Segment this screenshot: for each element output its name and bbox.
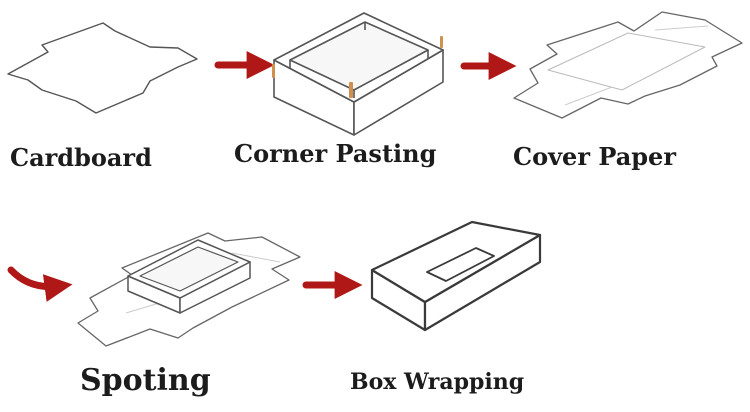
arrow-curved-to-4: [7, 266, 73, 302]
label-cardboard: Cardboard: [10, 143, 152, 172]
corner-pasted-tray: [273, 12, 444, 136]
label-box-wrapping: Box Wrapping: [350, 369, 525, 395]
label-corner-pasting: Corner Pasting: [234, 139, 437, 168]
corner-tape-marks: [272, 36, 443, 98]
label-spoting: Spoting: [80, 363, 211, 398]
wrapped-box: [370, 220, 542, 332]
cover-paper-sheet: [513, 11, 743, 119]
tray-on-cover-paper: [77, 232, 301, 347]
label-cover-paper: Cover Paper: [513, 142, 676, 171]
cardboard-flat-blank: [7, 22, 198, 114]
